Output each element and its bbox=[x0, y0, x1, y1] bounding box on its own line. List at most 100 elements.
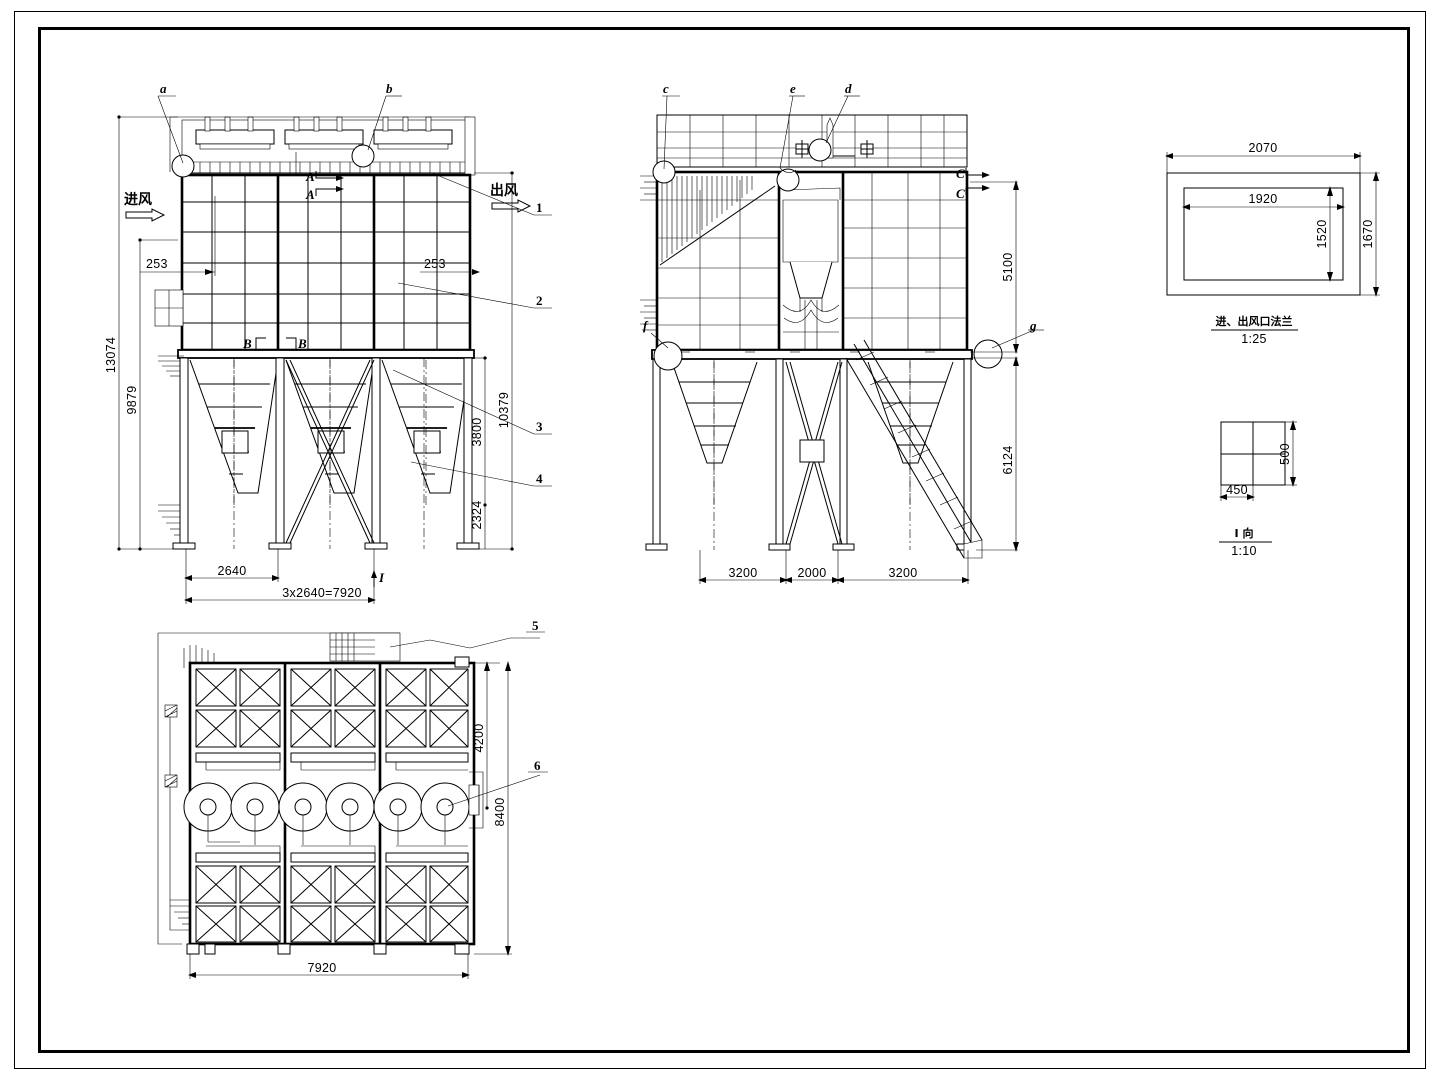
mark-d-label: d bbox=[845, 81, 852, 96]
callout-4-label: 4 bbox=[536, 471, 543, 486]
dim-2070: 2070 bbox=[1165, 141, 1362, 175]
flange-detail-view: 2070 1920 1520 bbox=[1165, 141, 1380, 346]
section-a-bottom-label: A bbox=[305, 187, 315, 202]
dim-3200-left-label: 3200 bbox=[728, 566, 757, 580]
detail-mark-b: b bbox=[351, 81, 402, 168]
air-inlet-label: 进风 bbox=[124, 192, 152, 208]
dim-1920: 1920 bbox=[1182, 192, 1345, 210]
dim-plan-7920: 7920 bbox=[188, 954, 470, 979]
section-mark-c-c: C C bbox=[956, 166, 990, 201]
dim-3800-label: 3800 bbox=[470, 417, 484, 446]
dim-6124: 6124 bbox=[970, 356, 1019, 552]
section-c-top-label: C bbox=[956, 166, 965, 181]
dim-450-label: 450 bbox=[1226, 483, 1248, 497]
pulse-valve-manifold-group bbox=[169, 116, 476, 176]
section-mark-a-a: A A bbox=[295, 152, 344, 202]
dim-2070-label: 2070 bbox=[1248, 141, 1277, 155]
dim-4200-label: 4200 bbox=[472, 723, 486, 752]
dim-total-width: 3x2640=7920 bbox=[184, 549, 376, 604]
dim-plan-4200: 4200 bbox=[472, 661, 500, 810]
plan-view: 5 6 4200 8400 bbox=[157, 618, 548, 979]
detail-mark-d: d bbox=[808, 81, 860, 162]
dim-5100-label: 5100 bbox=[1001, 252, 1015, 281]
callout-5-label: 5 bbox=[532, 618, 539, 633]
view-i-scale: 1:10 bbox=[1231, 544, 1257, 558]
fan-unit bbox=[230, 782, 280, 845]
fan-unit bbox=[420, 782, 470, 845]
air-outlet-label: 出风 bbox=[490, 182, 518, 199]
dim-2324-label: 2324 bbox=[470, 500, 484, 529]
callout-2-label: 2 bbox=[536, 293, 543, 308]
dim-plan-8400: 8400 bbox=[474, 661, 512, 956]
section-i-label: I bbox=[378, 570, 385, 585]
section-b-left-label: B bbox=[242, 336, 252, 351]
dim-253-right-label: 253 bbox=[424, 257, 446, 271]
plan-panel-grid-bottom bbox=[195, 865, 469, 943]
detail-mark-e: e bbox=[776, 81, 805, 192]
section-a-top-label: A bbox=[305, 169, 315, 184]
dim-3200-right-label: 3200 bbox=[888, 566, 917, 580]
section-mark-i: I bbox=[371, 570, 385, 587]
flange-detail-title: 进、出风口法兰 bbox=[1216, 314, 1293, 328]
plan-fan-group bbox=[183, 782, 470, 845]
filter-bag-lines bbox=[661, 176, 753, 262]
plan-manifold-bars-top bbox=[195, 752, 469, 771]
plan-callout-6: 6 bbox=[447, 758, 548, 807]
dim-1670: 1670 bbox=[1358, 171, 1380, 297]
dim-500-label: 500 bbox=[1278, 443, 1292, 465]
hopper bbox=[867, 361, 954, 505]
mark-a-label: a bbox=[160, 81, 167, 96]
detail-mark-a: a bbox=[157, 81, 195, 178]
dim-9879: 9879 bbox=[125, 238, 178, 551]
dim-2640-label: 2640 bbox=[217, 564, 246, 578]
dim-2640: 2640 bbox=[184, 549, 280, 582]
dim-7920-label: 7920 bbox=[307, 961, 336, 975]
dim-6124-label: 6124 bbox=[1001, 445, 1015, 474]
dim-10379: 10379 bbox=[474, 171, 514, 551]
detail-mark-c: c bbox=[652, 81, 680, 184]
mark-e-label: e bbox=[790, 81, 796, 96]
inlet-duct bbox=[154, 289, 184, 327]
filter-casing bbox=[177, 173, 475, 359]
callout-1-label: 1 bbox=[536, 200, 543, 215]
dim-450: 450 bbox=[1219, 483, 1255, 501]
dim-1520-label: 1520 bbox=[1315, 219, 1329, 248]
view-i-detail: 500 450 I 向 1:10 bbox=[1219, 420, 1297, 558]
detail-mark-f: f bbox=[642, 318, 683, 371]
plan-manifold-bars-bottom bbox=[195, 845, 469, 863]
mark-c-label: c bbox=[663, 81, 669, 96]
support-legs bbox=[172, 357, 480, 550]
hopper bbox=[381, 359, 471, 505]
dim-10379-label: 10379 bbox=[497, 392, 511, 428]
dim-500: 500 bbox=[1278, 420, 1297, 487]
dim-5100: 5100 bbox=[970, 180, 1019, 354]
plan-callout-5: 5 bbox=[389, 618, 545, 649]
side-support-legs bbox=[645, 358, 979, 551]
hopper bbox=[671, 361, 758, 505]
mark-b-label: b bbox=[386, 81, 393, 96]
plan-panel-grid-top bbox=[195, 668, 469, 748]
dim-9879-label: 9879 bbox=[125, 385, 139, 414]
air-outlet-marker: 出风 bbox=[490, 182, 532, 213]
front-elevation-view: a b 进风 出风 A bbox=[104, 81, 552, 604]
callout-leaders-front: 1 2 3 4 bbox=[392, 172, 552, 487]
callout-3-label: 3 bbox=[536, 419, 543, 434]
plan-corner-feet bbox=[186, 656, 470, 955]
dim-1520: 1520 bbox=[1315, 186, 1333, 282]
mark-g-label: g bbox=[1029, 318, 1037, 333]
staircase bbox=[845, 339, 983, 559]
dim-2000-label: 2000 bbox=[797, 566, 826, 580]
fan-unit bbox=[183, 782, 240, 843]
section-b-right-label: B bbox=[297, 336, 307, 351]
dim-253-left-label: 253 bbox=[146, 257, 168, 271]
sheet-border-outer bbox=[14, 11, 1426, 1069]
fan-unit bbox=[373, 782, 423, 845]
flange-detail-scale: 1:25 bbox=[1241, 332, 1267, 346]
callout-6-label: 6 bbox=[534, 758, 541, 773]
sheet-border-inner bbox=[38, 27, 1410, 1053]
mark-f-label: f bbox=[643, 318, 649, 333]
dim-8400-label: 8400 bbox=[493, 797, 507, 826]
air-inlet-marker: 进风 bbox=[124, 192, 166, 222]
section-mark-b-b: B B bbox=[242, 336, 307, 351]
